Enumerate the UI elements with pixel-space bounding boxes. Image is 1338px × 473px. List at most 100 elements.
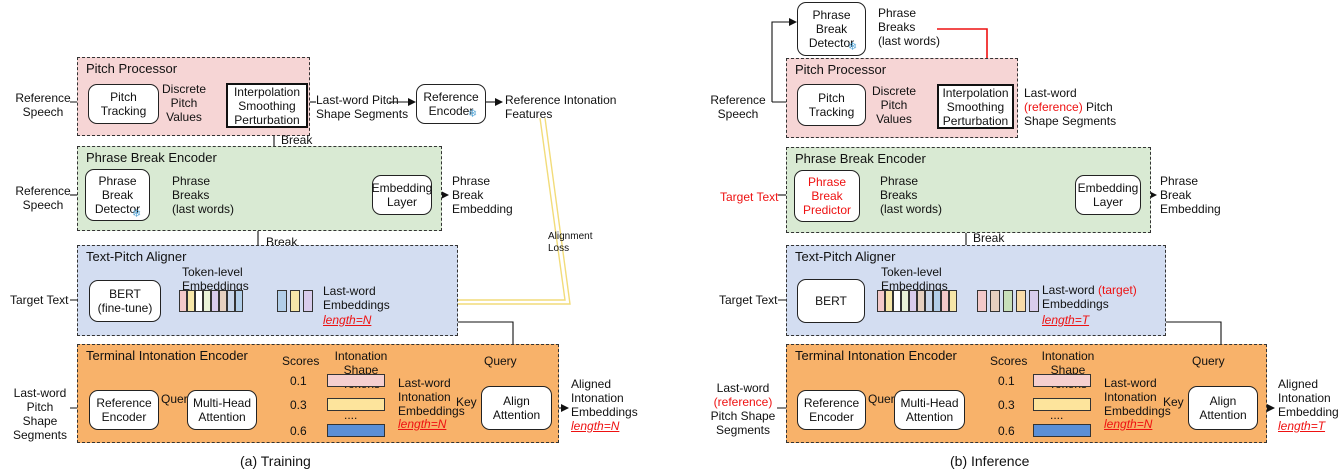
token-level-embeddings-label: Token-level Embeddings (182, 265, 249, 293)
embedding-token (925, 290, 933, 312)
target-text-input: Target Text (719, 293, 778, 307)
embedding-token (290, 290, 300, 312)
length-label: length=N (1104, 417, 1153, 431)
discrete-pitch-label: Discrete Pitch Values (871, 84, 916, 126)
region-title: Text-Pitch Aligner (795, 249, 896, 264)
score-value: 0.6 (290, 424, 307, 438)
length-label: length=N (398, 417, 447, 431)
embedding-token (893, 290, 901, 312)
region-title: Terminal Intonation Encoder (86, 348, 248, 363)
phrase-break-embedding-label: Phrase Break Embedding (452, 174, 513, 216)
region-title: Terminal Intonation Encoder (795, 348, 957, 363)
query-label: Query (1192, 354, 1225, 368)
embedding-token (211, 290, 219, 312)
multi-head-attention-block: Multi-Head Attention (187, 390, 257, 430)
last-word-pitch-segments-label: Last-word Pitch Shape Segments (316, 93, 409, 121)
embedding-token (901, 290, 909, 312)
last-word-label: Last-word(reference) Pitch Shape Segment… (1024, 86, 1117, 128)
ellipsis-label: .... (344, 408, 358, 422)
reference-encoder-block: Reference Encoder (416, 84, 486, 124)
embedding-token (941, 290, 949, 312)
embedding-token (990, 290, 1000, 312)
reference-encoder-block: Reference Encoder (89, 390, 159, 430)
key-label: Key (1163, 395, 1184, 409)
score-value: 0.6 (998, 424, 1015, 438)
embedding-token (909, 290, 917, 312)
terminal-intonation-encoder-region: Terminal Intonation Encoder (786, 344, 1267, 443)
inference-caption: (b) Inference (950, 453, 1030, 469)
scores-label: Scores (282, 354, 320, 368)
region-title: Text-Pitch Aligner (86, 249, 187, 264)
phrase-break-detector-block: Phrase Break Detector (85, 169, 150, 221)
bert-block: BERT (fine-tune) (89, 280, 161, 322)
shape-token (327, 374, 385, 387)
reference-encoder-block: Reference Encoder (797, 390, 866, 430)
scores-label: Scores (990, 354, 1028, 368)
embedding-token (219, 290, 227, 312)
training-caption: (a) Training (240, 453, 311, 469)
score-value: 0.1 (290, 374, 307, 388)
phrase-breaks-label: Phrase Breaks (last words) (880, 174, 943, 216)
embedding-token (1003, 290, 1013, 312)
phrase-break-predictor-block: Phrase Break Predictor (794, 170, 860, 222)
target-text-input: Target Text (720, 190, 779, 204)
token-level-embeddings-label: Token-level Embeddings (881, 265, 948, 293)
discrete-pitch-label: Discrete Pitch Values (161, 82, 206, 124)
embedding-token (235, 290, 243, 312)
ellipsis-label: .... (1050, 408, 1064, 422)
shape-token (327, 398, 385, 411)
target-text-input: Target Text (10, 293, 69, 307)
align-attention-block: Align Attention (1188, 386, 1258, 430)
embedding-token (203, 290, 211, 312)
embedding-token (227, 290, 235, 312)
query-label: Query (484, 354, 517, 368)
embedding-token (917, 290, 925, 312)
reference-intonation-features-label: Reference Intonation Features (505, 93, 617, 121)
embedding-token (195, 290, 203, 312)
embedding-layer-block: Embedding Layer (372, 175, 432, 215)
shape-token (1033, 424, 1091, 437)
embedding-token (949, 290, 957, 312)
last-word-intonation-embeddings-label: Last-word Intonation Embeddings (398, 376, 465, 418)
region-title: Phrase Break Encoder (86, 150, 217, 165)
phrase-break-detector-block: Phrase Break Detector (797, 2, 866, 56)
length-label: length=N (323, 313, 372, 327)
embedding-token (1029, 290, 1039, 312)
query-label: Query (161, 392, 194, 406)
interpolation-block: Interpolation Smoothing Perturbation (226, 83, 308, 128)
align-attention-block: Align Attention (481, 386, 552, 430)
snowflake-icon: ❄ (848, 41, 858, 53)
bert-block: BERT (797, 279, 865, 323)
last-word-intonation-embeddings-label: Last-word Intonation Embeddings (1104, 376, 1171, 418)
last-word-segments-input: Last-word(reference)Pitch Shape Segments (710, 381, 776, 437)
key-label: Key (456, 395, 477, 409)
multi-head-attention-block: Multi-Head Attention (894, 390, 965, 430)
embedding-token (187, 290, 195, 312)
last-word-embeddings-label: Last-word (target)Embeddings (1042, 283, 1137, 311)
score-value: 0.3 (998, 398, 1015, 412)
shape-token (1033, 374, 1091, 387)
score-value: 0.3 (290, 398, 307, 412)
shape-token (1033, 398, 1091, 411)
alignment-loss-label: Alignment Loss (548, 231, 593, 254)
phrase-breaks-label: Phrase Breaks (last words) (172, 174, 235, 216)
snowflake-icon: ❄ (132, 208, 142, 220)
snowflake-icon: ❄ (468, 108, 478, 120)
phrase-break-embedding-label: Phrase Break Embedding (1160, 174, 1221, 216)
region-title: Pitch Processor (86, 61, 178, 76)
embedding-token (1016, 290, 1026, 312)
length-label: length=T (1042, 313, 1090, 327)
embedding-token (303, 290, 313, 312)
pitch-tracking-block: Pitch Tracking (797, 84, 866, 126)
length-label: length=T (1278, 419, 1326, 433)
reference-speech-input: Reference Speech (15, 184, 71, 212)
embedding-token (933, 290, 941, 312)
embedding-token (179, 290, 187, 312)
embedding-token (885, 290, 893, 312)
shape-token (327, 424, 385, 437)
embedding-token (277, 290, 287, 312)
phrase-breaks-label: Phrase Breaks (last words) (878, 6, 941, 48)
last-word-segments-input: Last-word Pitch Shape Segments (12, 386, 68, 442)
last-word-embeddings-label: Last-word Embeddings (323, 284, 390, 312)
reference-speech-input: Reference Speech (710, 93, 766, 121)
